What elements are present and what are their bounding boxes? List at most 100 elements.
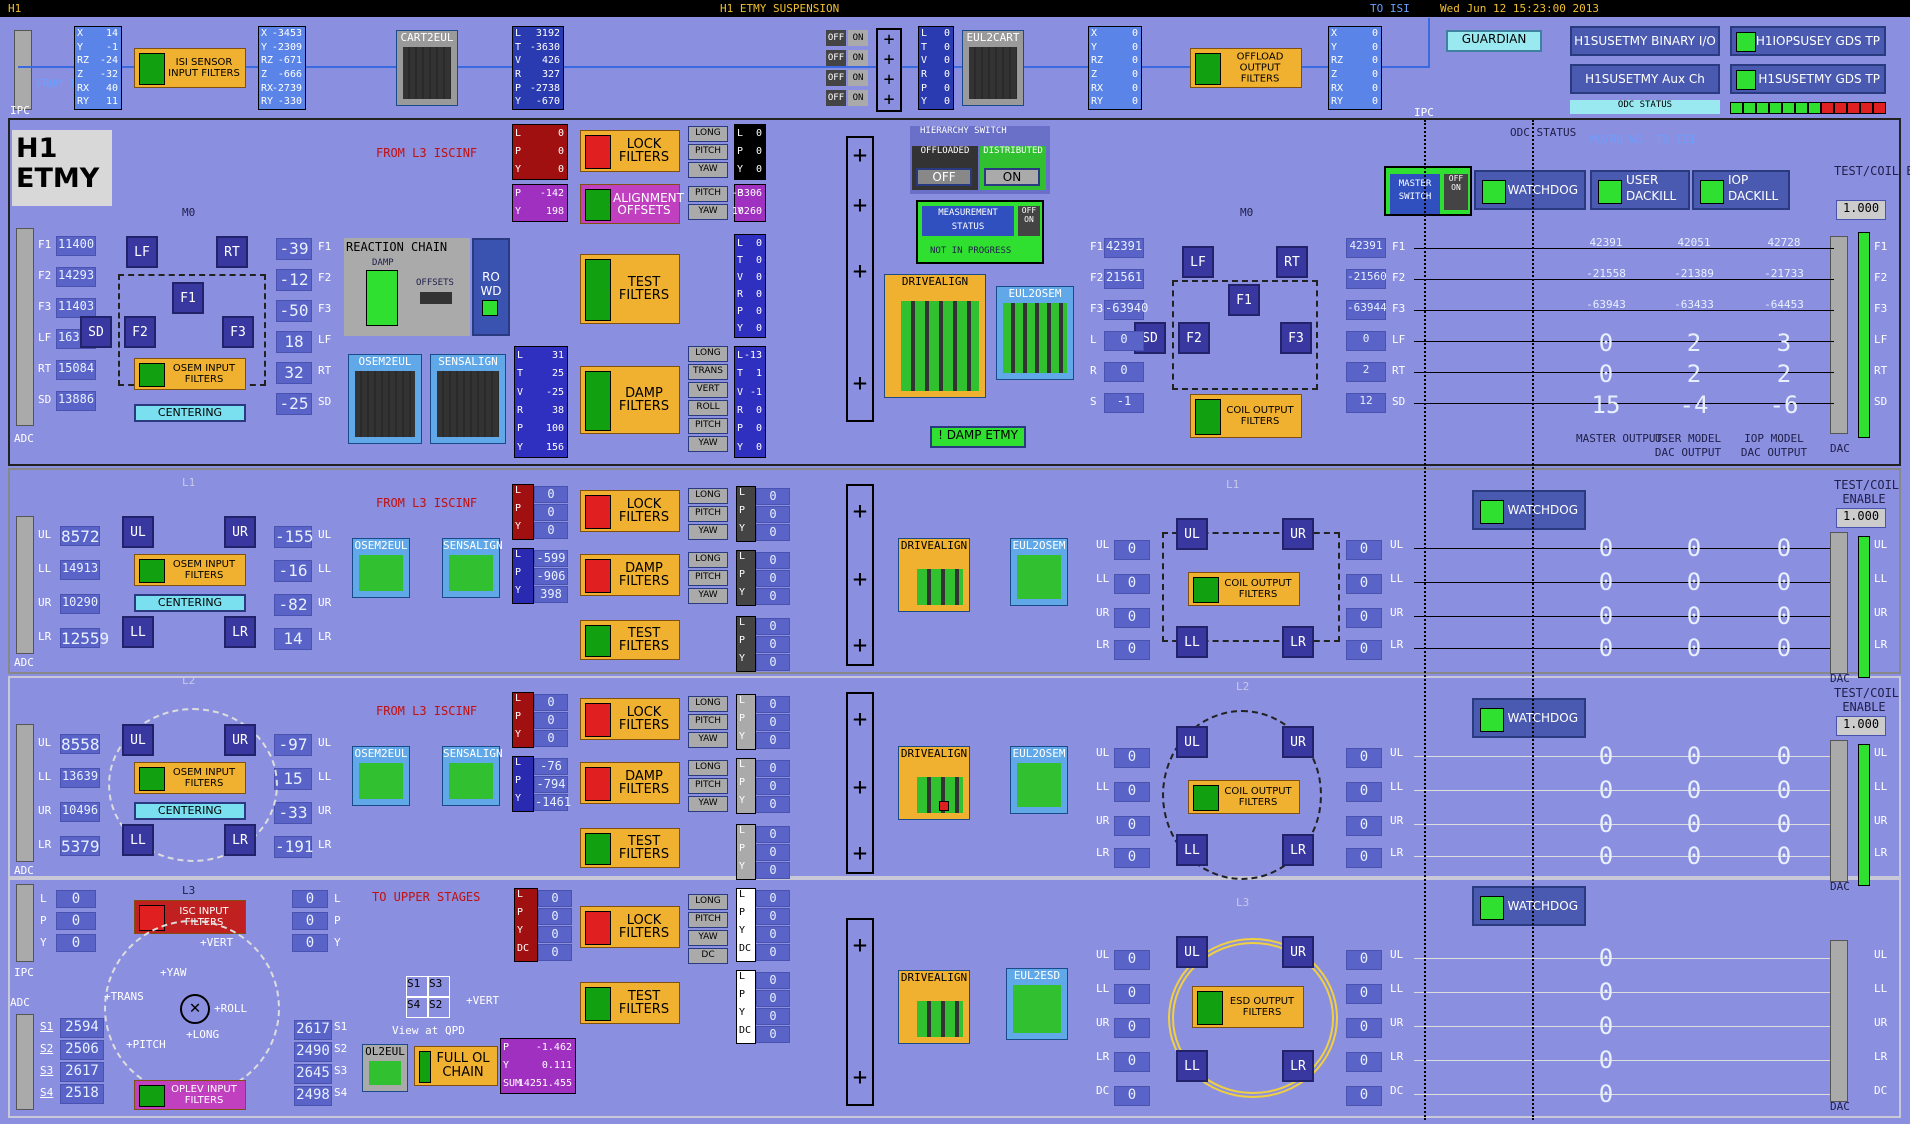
l2-damp-filters[interactable]: DAMP FILTERS xyxy=(580,762,680,804)
l1-dac-block[interactable] xyxy=(1830,532,1848,674)
m0-drivealign[interactable]: DRIVEALIGN xyxy=(884,274,986,398)
l2-adc-block[interactable] xyxy=(16,724,34,862)
l1-osem2eul[interactable]: OSEM2EUL xyxy=(352,538,410,598)
l2-drivealign[interactable]: DRIVEALIGN xyxy=(898,746,970,820)
m0-watchdog-button[interactable]: WATCHDOG xyxy=(1474,170,1586,210)
ipc-block[interactable] xyxy=(14,30,32,110)
l1-adc-block[interactable] xyxy=(16,516,34,654)
l2-test-filters[interactable]: TEST FILTERS xyxy=(580,828,680,868)
dof-yaw-button[interactable]: YAW xyxy=(688,796,728,812)
on-button[interactable]: ON xyxy=(848,30,868,46)
m0-test-filters[interactable]: TEST FILTERS xyxy=(580,254,680,324)
dof-yaw-button[interactable]: YAW xyxy=(688,436,728,452)
m0-eul2osem[interactable]: EUL2OSEM xyxy=(996,286,1074,380)
dof-yaw-button[interactable]: YAW xyxy=(688,930,728,946)
dof-trans-button[interactable]: TRANS xyxy=(688,364,728,380)
l2-watchdog-button[interactable]: WATCHDOG xyxy=(1472,698,1586,738)
l2-centering-button[interactable]: CENTERING xyxy=(134,802,246,820)
l3-drivealign[interactable]: DRIVEALIGN xyxy=(898,970,970,1044)
dof-pitch-button[interactable]: PITCH xyxy=(688,778,728,794)
iop-dackill-button[interactable]: IOP DACKILL xyxy=(1692,170,1790,210)
offload-output-filters[interactable]: OFFLOAD OUTPUT FILTERS xyxy=(1190,48,1302,88)
l2-lock-filters[interactable]: LOCK FILTERS xyxy=(580,698,680,740)
dof-pitch-button[interactable]: PITCH xyxy=(688,506,728,522)
l1-lock-filters[interactable]: LOCK FILTERS xyxy=(580,490,680,532)
l1-eul2osem[interactable]: EUL2OSEM xyxy=(1010,538,1068,606)
dof-long-button[interactable]: LONG xyxy=(688,346,728,362)
l2-eul2osem[interactable]: EUL2OSEM xyxy=(1010,746,1068,814)
off-button[interactable]: OFF xyxy=(826,30,846,46)
dof-yaw-button[interactable]: YAW xyxy=(688,162,728,178)
binary-io-button[interactable]: H1SUSETMY BINARY I/O xyxy=(1570,26,1720,56)
dof-long-button[interactable]: LONG xyxy=(688,552,728,568)
dof-pitch-button[interactable]: PITCH xyxy=(688,144,728,160)
l3-test-filters[interactable]: TEST FILTERS xyxy=(580,982,680,1024)
l3-adc-block[interactable] xyxy=(16,1014,34,1110)
dof-pitch-button[interactable]: PITCH xyxy=(688,186,728,202)
m0-coil-output-filters[interactable]: COIL OUTPUT FILTERS xyxy=(1190,394,1302,438)
l3-dac-block[interactable] xyxy=(1830,940,1848,1102)
gds-tp-button[interactable]: H1SUSETMY GDS TP xyxy=(1730,64,1886,94)
dof-long-button[interactable]: LONG xyxy=(688,696,728,712)
dof-pitch-button[interactable]: PITCH xyxy=(688,714,728,730)
esd-output-filters[interactable]: ESD OUTPUT FILTERS xyxy=(1192,986,1304,1028)
m0-test-coil-value[interactable]: 1.000 xyxy=(1836,200,1886,220)
dof-yaw-button[interactable]: YAW xyxy=(688,204,728,220)
on-button[interactable]: ON xyxy=(848,90,868,106)
dof-yaw-button[interactable]: YAW xyxy=(688,732,728,748)
l1-test-coil-value[interactable]: 1.000 xyxy=(1836,508,1886,528)
eul2cart-matrix[interactable]: EUL2CART xyxy=(962,30,1024,106)
off-button[interactable]: OFF xyxy=(826,50,846,66)
cart2eul-matrix[interactable]: CART2EUL xyxy=(396,30,458,106)
dof-roll-button[interactable]: ROLL xyxy=(688,400,728,416)
l2-sensalign[interactable]: SENSALIGN xyxy=(442,746,503,806)
l3-oplev-input-filters[interactable]: OPLEV INPUT FILTERS xyxy=(134,1080,246,1110)
user-dackill-button[interactable]: USER DACKILL xyxy=(1590,170,1690,210)
dof-pitch-button[interactable]: PITCH xyxy=(688,418,728,434)
on-button[interactable]: ON xyxy=(848,70,868,86)
odc-status-button[interactable]: ODC STATUS xyxy=(1570,100,1720,114)
m0-centering-button[interactable]: CENTERING xyxy=(134,404,246,422)
guardian-button[interactable]: GUARDIAN xyxy=(1446,30,1542,52)
l3-watchdog-button[interactable]: WATCHDOG xyxy=(1472,886,1586,926)
m0-lock-filters[interactable]: LOCK FILTERS xyxy=(580,130,680,172)
isi-sensor-input-filters[interactable]: ISI SENSOR INPUT FILTERS xyxy=(134,48,246,88)
damp-etmy-button[interactable]: ! DAMP ETMY xyxy=(930,426,1026,448)
dof-pitch-button[interactable]: PITCH xyxy=(688,570,728,586)
ol2eul-matrix[interactable]: OL2EUL xyxy=(362,1044,408,1092)
m0-osem-input-filters[interactable]: OSEM INPUT FILTERS xyxy=(134,358,246,390)
l2-osem2eul[interactable]: OSEM2EUL xyxy=(352,746,410,806)
l1-drivealign[interactable]: DRIVEALIGN xyxy=(898,538,970,612)
l3-ipc-block[interactable] xyxy=(16,884,34,962)
l2-coil-output-filters[interactable]: COIL OUTPUT FILTERS xyxy=(1188,780,1300,814)
l1-sensalign[interactable]: SENSALIGN xyxy=(442,538,503,598)
l1-osem-input-filters[interactable]: OSEM INPUT FILTERS xyxy=(134,554,246,586)
l2-dac-block[interactable] xyxy=(1830,740,1848,882)
dof-pitch-button[interactable]: PITCH xyxy=(688,912,728,928)
dof-yaw-button[interactable]: YAW xyxy=(688,588,728,604)
off-button[interactable]: OFF xyxy=(826,70,846,86)
dof-vert-button[interactable]: VERT xyxy=(688,382,728,398)
eul2esd-matrix[interactable]: EUL2ESD xyxy=(1006,968,1068,1040)
m0-alignment-offsets[interactable]: ALIGNMENT OFFSETS xyxy=(580,184,684,224)
l3-lock-filters[interactable]: LOCK FILTERS xyxy=(580,906,680,948)
m0-sensalign[interactable]: SENSALIGN xyxy=(430,354,506,444)
l1-test-filters[interactable]: TEST FILTERS xyxy=(580,620,680,660)
dof-long-button[interactable]: LONG xyxy=(688,488,728,504)
dof-dc-button[interactable]: DC xyxy=(688,948,728,964)
m0-damp-filters[interactable]: DAMP FILTERS xyxy=(580,366,680,434)
iop-gds-tp-button[interactable]: H1IOPSUSEY GDS TP xyxy=(1730,26,1886,56)
m0-osem2eul[interactable]: OSEM2EUL xyxy=(348,354,422,444)
aux-channels-button[interactable]: H1SUSETMY Aux Ch xyxy=(1570,64,1720,94)
on-button[interactable]: ON xyxy=(848,50,868,66)
off-button[interactable]: OFF xyxy=(826,90,846,106)
l1-coil-output-filters[interactable]: COIL OUTPUT FILTERS xyxy=(1188,572,1300,606)
dof-yaw-button[interactable]: YAW xyxy=(688,524,728,540)
dof-long-button[interactable]: LONG xyxy=(688,760,728,776)
l1-watchdog-button[interactable]: WATCHDOG xyxy=(1472,490,1586,530)
l1-centering-button[interactable]: CENTERING xyxy=(134,594,246,612)
l2-osem-input-filters[interactable]: OSEM INPUT FILTERS xyxy=(134,762,246,794)
